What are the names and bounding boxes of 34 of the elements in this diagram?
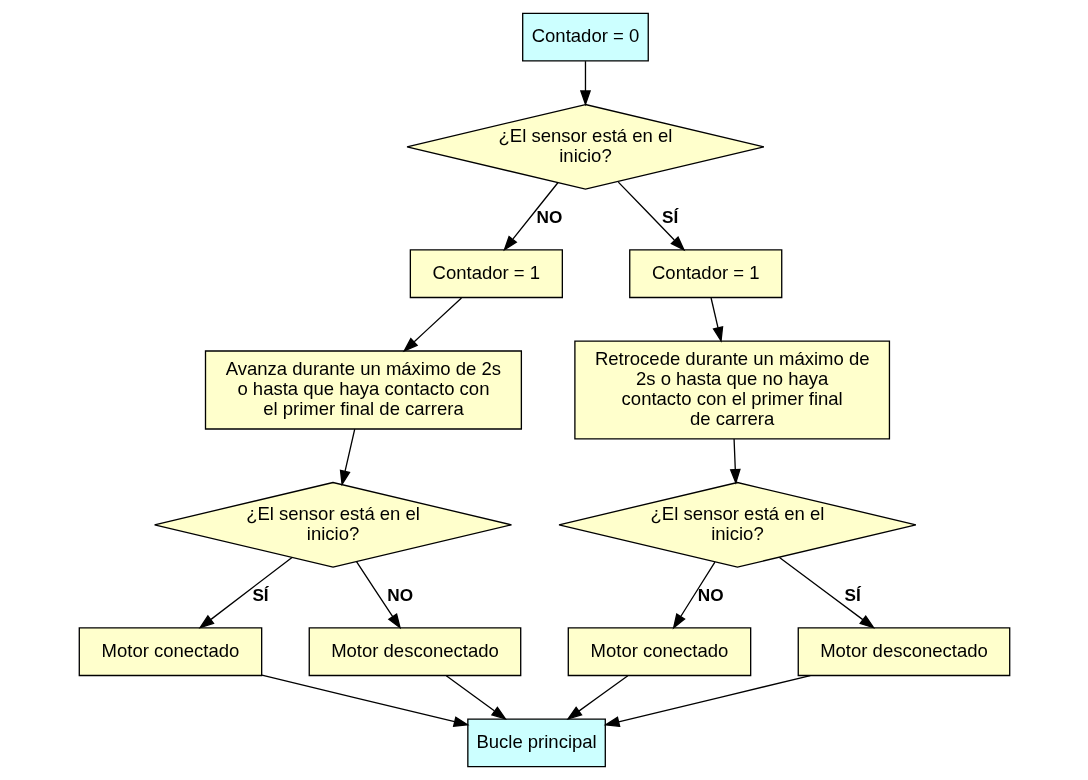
arrow [402, 297, 462, 353]
arrow [672, 561, 716, 630]
arrow [778, 556, 875, 629]
edge-label: SÍ [661, 206, 678, 227]
arrow [355, 561, 401, 630]
arrow [339, 428, 355, 487]
arrow [445, 675, 507, 720]
arrow [729, 438, 741, 485]
arrow [603, 674, 811, 728]
arrow [709, 297, 723, 343]
arrow [566, 675, 628, 720]
node-box: Contador = 1 [409, 249, 563, 299]
arrow [198, 556, 293, 629]
node-box: Motor conectado [78, 627, 262, 677]
node-box: Contador = 1 [628, 249, 782, 299]
node-box: Retrocede durante un máximo de 2s o hasta que no haya contacto con el primer final de carrera [573, 340, 890, 440]
node-box: Motor desconectado [308, 627, 521, 677]
node-box: Bucle principal [466, 718, 606, 768]
arrow [617, 181, 685, 252]
edge-label: NO [536, 206, 562, 227]
edge-label: NO [386, 584, 413, 605]
arrow [579, 60, 591, 107]
node-box: Avanza durante un máximo de 2s o hasta que haya contacto con el primer final de carrera [204, 350, 522, 430]
edge-label: SÍ [251, 584, 269, 605]
node-box: Motor desconectado [797, 627, 1010, 677]
edge-label: NO [697, 584, 724, 605]
node-box: Motor conectado [567, 627, 751, 677]
node-diamond: ¿El sensor está en el inicio? [153, 481, 512, 568]
arrow [502, 182, 558, 252]
node-diamond: ¿El sensor está en el inicio? [405, 103, 765, 190]
edge-label: SÍ [844, 584, 861, 605]
node-box: Contador = 0 [521, 12, 649, 62]
arrow [260, 674, 469, 727]
node-diamond: ¿El sensor está en el inicio? [557, 481, 917, 568]
